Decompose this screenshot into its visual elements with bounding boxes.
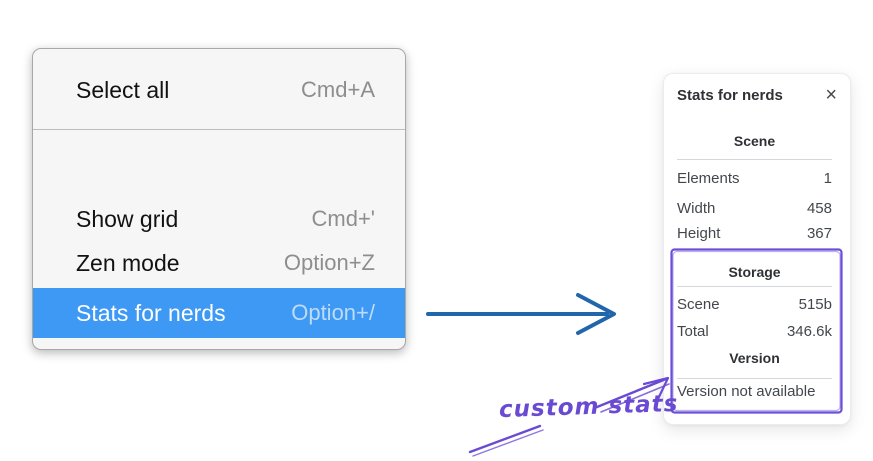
stat-value: 515b bbox=[798, 295, 832, 313]
stat-value: 458 bbox=[806, 199, 832, 217]
menu-item-shortcut: Cmd+A bbox=[301, 77, 375, 102]
menu-item-show-grid[interactable]: Show grid Cmd+' bbox=[33, 195, 405, 243]
menu-item-label: Select all bbox=[76, 76, 170, 103]
menu-item-shortcut: Option+Z bbox=[283, 250, 375, 275]
close-icon[interactable]: × bbox=[825, 84, 837, 106]
stat-label: Elements bbox=[677, 169, 740, 187]
menu-item-shortcut: Option+/ bbox=[291, 300, 375, 325]
stat-label: Width bbox=[677, 199, 716, 217]
menu-divider bbox=[33, 129, 405, 130]
menu-item-select-all[interactable]: Select all Cmd+A bbox=[33, 66, 405, 114]
context-menu: Select all Cmd+A Show grid Cmd+' Zen mod… bbox=[32, 48, 406, 350]
stat-row-total-storage: Total 346.6k bbox=[677, 321, 832, 341]
menu-item-label: Zen mode bbox=[76, 249, 180, 276]
menu-item-stats-for-nerds[interactable]: Stats for nerds Option+/ bbox=[33, 288, 405, 338]
custom-stats-annotation: custom stats bbox=[498, 390, 679, 424]
menu-item-zen-mode[interactable]: Zen mode Option+Z bbox=[33, 239, 405, 287]
section-header-version: Version bbox=[729, 350, 780, 366]
section-divider bbox=[677, 378, 832, 379]
stat-row-width: Width 458 bbox=[677, 198, 832, 218]
stat-label: Scene bbox=[677, 295, 720, 313]
section-header-storage: Storage bbox=[728, 264, 781, 280]
menu-item-label: Stats for nerds bbox=[76, 299, 226, 326]
stat-value: 346.6k bbox=[786, 322, 832, 340]
section-divider bbox=[677, 286, 832, 287]
section-header-scene: Scene bbox=[733, 133, 776, 149]
version-note: Version not available bbox=[677, 383, 816, 400]
stats-panel: Stats for nerds × Scene Elements 1 Width… bbox=[663, 73, 851, 425]
stat-label: Total bbox=[677, 322, 709, 340]
stat-row-scene-storage: Scene 515b bbox=[677, 294, 832, 314]
stat-value: 367 bbox=[806, 224, 832, 242]
section-divider bbox=[677, 159, 832, 160]
stat-value: 1 bbox=[823, 169, 832, 187]
stats-panel-title: Stats for nerds bbox=[677, 86, 783, 104]
menu-item-shortcut: Cmd+' bbox=[311, 206, 376, 231]
flow-arrow-icon bbox=[426, 293, 616, 335]
stat-row-height: Height 367 bbox=[677, 223, 832, 243]
stat-label: Height bbox=[677, 224, 721, 242]
stat-row-elements: Elements 1 bbox=[677, 168, 832, 188]
stats-panel-header: Stats for nerds × bbox=[677, 84, 837, 106]
menu-item-label: Show grid bbox=[76, 205, 179, 232]
annotation-tail-icon bbox=[468, 424, 544, 457]
